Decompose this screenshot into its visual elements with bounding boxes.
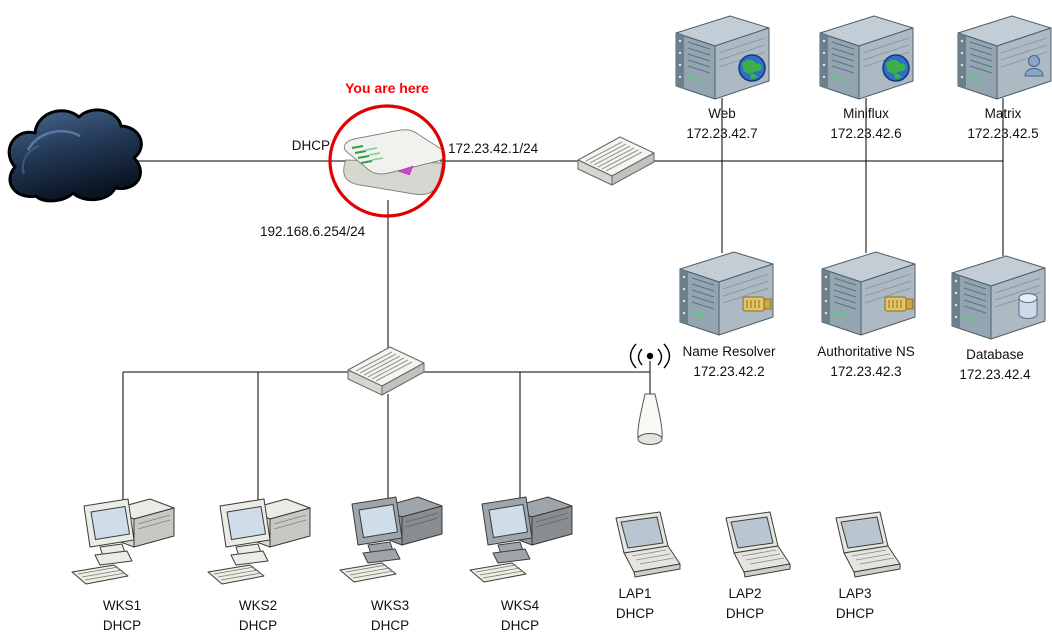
you-are-here-label: You are here	[345, 80, 429, 96]
server-authoritative-ns-icon	[821, 251, 916, 336]
laptop-ip: DHCP	[835, 606, 875, 621]
laptop-lap3-icon	[835, 511, 901, 578]
workstation-name: WKS2	[238, 598, 278, 613]
router-lan-ip-label: 192.168.6.254/24	[260, 224, 366, 239]
switch-lan-icon	[347, 346, 425, 396]
database-cylinder-icon	[1018, 293, 1038, 319]
internet-cloud-icon	[7, 108, 143, 203]
workstation-name: WKS3	[370, 598, 410, 613]
workstation-name: WKS4	[500, 598, 540, 613]
laptop-name: LAP2	[728, 586, 762, 601]
ethernet-plug-icon	[742, 296, 772, 312]
server-name: Authoritative NS	[817, 344, 915, 359]
server-ip: 172.23.42.2	[693, 364, 765, 379]
server-name: Database	[966, 347, 1024, 362]
server-name: Web	[708, 106, 736, 121]
workstation-wks2-icon	[207, 498, 311, 585]
laptop-lap1-icon	[615, 511, 681, 578]
switch-servers-icon	[577, 136, 655, 186]
laptop-lap2-icon	[725, 511, 791, 578]
laptop-ip: DHCP	[725, 606, 765, 621]
laptop-lap1-label: LAP1 DHCP	[585, 584, 685, 624]
laptop-name: LAP1	[618, 586, 652, 601]
server-ip: 172.23.42.3	[830, 364, 902, 379]
workstation-ip: DHCP	[238, 618, 278, 633]
globe-icon	[882, 54, 910, 82]
workstation-wks4-label: WKS4 DHCP	[470, 596, 570, 636]
workstation-wks2-label: WKS2 DHCP	[208, 596, 308, 636]
router-highlight-circle	[328, 104, 446, 218]
server-ip: 172.23.42.5	[967, 126, 1039, 141]
server-ip: 172.23.42.7	[686, 126, 758, 141]
workstation-wks1-icon	[71, 498, 175, 585]
server-authoritative-ns-label: Authoritative NS 172.23.42.3	[801, 342, 931, 382]
server-name: Name Resolver	[682, 344, 776, 359]
workstation-wks3-icon	[339, 496, 443, 583]
workstation-ip: DHCP	[500, 618, 540, 633]
server-name: Matrix	[984, 106, 1022, 121]
workstation-wks1-label: WKS1 DHCP	[72, 596, 172, 636]
router-icon	[343, 129, 446, 196]
workstation-ip: DHCP	[370, 618, 410, 633]
server-web-label: Web 172.23.42.7	[672, 104, 772, 144]
workstation-wks3-label: WKS3 DHCP	[340, 596, 440, 636]
router-wan-ip-label: 172.23.42.1/24	[448, 141, 539, 156]
server-name: Miniflux	[843, 106, 889, 121]
globe-icon	[738, 54, 766, 82]
wireless-access-point-icon	[629, 343, 671, 445]
server-database-label: Database 172.23.42.4	[930, 345, 1052, 385]
server-matrix-label: Matrix 172.23.42.5	[954, 104, 1052, 144]
workstation-ip: DHCP	[102, 618, 142, 633]
laptop-lap2-label: LAP2 DHCP	[695, 584, 795, 624]
workstation-wks4-icon	[469, 496, 573, 583]
router-dhcp-label: DHCP	[291, 138, 330, 153]
server-ip: 172.23.42.4	[959, 367, 1031, 382]
ethernet-plug-icon	[884, 296, 914, 312]
laptop-ip: DHCP	[615, 606, 655, 621]
server-ip: 172.23.42.6	[830, 126, 902, 141]
server-miniflux-label: Miniflux 172.23.42.6	[816, 104, 916, 144]
server-name-resolver-label: Name Resolver 172.23.42.2	[664, 342, 794, 382]
workstation-name: WKS1	[102, 598, 142, 613]
laptop-name: LAP3	[838, 586, 872, 601]
server-name-resolver-icon	[679, 251, 774, 336]
laptop-lap3-label: LAP3 DHCP	[805, 584, 905, 624]
